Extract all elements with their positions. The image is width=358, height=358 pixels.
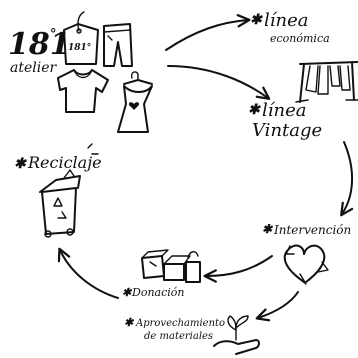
brand-number: 181 bbox=[8, 27, 71, 62]
donacion-label: Donación bbox=[131, 286, 184, 299]
arrow-to-aprovechamiento bbox=[255, 291, 299, 322]
plant-hand-icon bbox=[213, 315, 260, 355]
linea-vintage-star: ✱ bbox=[248, 102, 261, 118]
reciclaje-star: ✱ bbox=[14, 156, 27, 172]
linea-economica-subtitle: económica bbox=[270, 32, 330, 45]
recycling-bin-icon bbox=[39, 169, 81, 238]
donation-boxes-icon bbox=[141, 249, 201, 283]
donacion-star: ✱ bbox=[122, 286, 133, 299]
aprovechamiento-line1: Aprovechamiento bbox=[135, 318, 225, 329]
clothes-rack-icon bbox=[295, 61, 358, 103]
arrow-to-reciclaje bbox=[57, 247, 119, 299]
node-aprovechamiento: ✱ Aprovechamiento de materiales bbox=[124, 316, 225, 342]
arrow-to-donacion bbox=[203, 255, 273, 283]
intervencion-label: Intervención bbox=[273, 223, 351, 237]
brand-degree: ° bbox=[50, 27, 57, 42]
node-linea-economica: ✱ línea económica bbox=[250, 10, 330, 45]
linea-economica-title: línea bbox=[264, 10, 309, 31]
intervencion-star: ✱ bbox=[262, 222, 274, 236]
node-intervencion: ✱ Intervención bbox=[262, 222, 351, 237]
arrow-to-economica bbox=[165, 14, 251, 51]
price-tag-icon: 181° bbox=[63, 11, 99, 65]
tank-top-icon bbox=[117, 71, 153, 133]
linea-vintage-subtitle: Vintage bbox=[252, 120, 322, 141]
reciclaje-label: Reciclaje bbox=[27, 153, 102, 172]
node-reciclaje: ✱ Reciclaje bbox=[14, 143, 102, 172]
recycle-heart-icon bbox=[283, 244, 329, 285]
jeans-icon bbox=[103, 23, 133, 67]
node-linea-vintage: ✱ línea Vintage bbox=[248, 100, 322, 141]
brand-name: atelier bbox=[10, 60, 57, 76]
aprovechamiento-line2: de materiales bbox=[144, 331, 213, 342]
arrow-to-vintage bbox=[167, 65, 271, 100]
t-shirt-icon bbox=[57, 69, 109, 113]
linea-economica-star: ✱ bbox=[250, 12, 263, 28]
arrow-to-intervencion bbox=[340, 141, 354, 217]
aprovechamiento-star: ✱ bbox=[124, 316, 135, 329]
flow-arrows bbox=[57, 14, 354, 322]
brand-logo: 181 ° atelier bbox=[8, 27, 71, 76]
linea-vintage-title: línea bbox=[262, 100, 307, 121]
tag-label: 181° bbox=[68, 43, 91, 53]
node-donacion: ✱ Donación bbox=[122, 286, 184, 299]
